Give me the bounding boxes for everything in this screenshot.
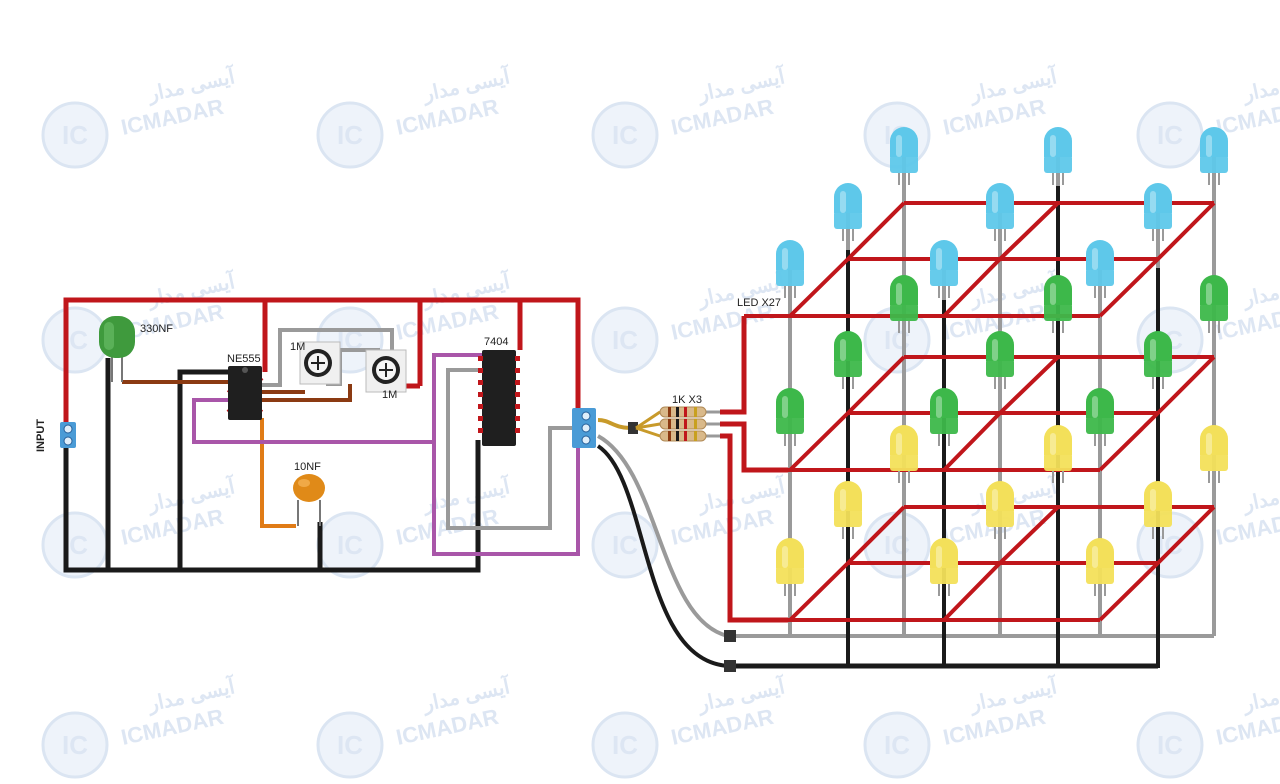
wire-purple [192,353,482,444]
wire-gray [597,434,729,638]
watermark-logo: IC [884,730,910,760]
input-terminal [60,422,76,448]
watermark-logo: IC [612,325,638,355]
wire-gray [446,368,576,530]
led-cube-label: LED X27 [737,297,781,309]
watermark-logo: IC [337,730,363,760]
led [776,538,804,596]
capacitor-10nf [293,474,325,526]
wire-orange [260,418,296,528]
potentiometer-bottom [365,349,407,393]
timer-circuit: INPUT 330NF NE555 1M [35,297,596,573]
led [1144,481,1172,539]
led [776,240,804,298]
wire-red [63,297,581,430]
watermark-logo: IC [337,530,363,560]
watermark-logo: IC [1157,120,1183,150]
wire-red [788,505,906,622]
led [930,240,958,298]
led [890,275,918,333]
watermark-persian: آیسی مدار [1239,473,1280,517]
watermark-logo: IC [62,120,88,150]
wire-gray [262,328,394,387]
wire-black [177,369,228,570]
led [1086,388,1114,446]
wire-red [1098,201,1216,318]
watermark-persian: آیسی مدار [1239,673,1280,717]
watermark-logo: IC [612,530,638,560]
led [1200,275,1228,333]
led [986,331,1014,389]
led-cube [736,127,1228,669]
ic-7404-label: 7404 [484,336,508,348]
wire-black [596,444,729,668]
watermark-persian: آیسی مدار [1239,63,1280,107]
led [986,481,1014,539]
led [930,538,958,596]
led [930,388,958,446]
wire-purple [432,440,580,556]
wire-red [788,201,906,318]
led [776,388,804,446]
watermark-logo: IC [884,530,910,560]
wire-brown [262,384,352,402]
led [1044,127,1072,185]
wire-red [942,355,1060,472]
led [1086,538,1114,596]
led [1044,425,1072,483]
resistor-label: 1K X3 [672,394,702,406]
potentiometer-top [299,341,341,385]
led [1044,275,1072,333]
ne555-chip [228,366,262,420]
led [1200,127,1228,185]
watermark-logo: IC [62,730,88,760]
led [986,183,1014,241]
wire-red [942,505,1060,622]
ne555-label: NE555 [227,353,261,365]
output-terminal [572,408,596,448]
wire-red [788,355,906,472]
watermark-persian: آیسی مدار [1239,268,1280,312]
pot-bottom-label: 1M [382,389,397,401]
watermark-logo: IC [337,120,363,150]
led [834,183,862,241]
pot-top-label: 1M [290,341,305,353]
led [1086,240,1114,298]
wire-red [1098,505,1216,622]
led [1200,425,1228,483]
watermark-logo: IC [884,325,910,355]
led [890,127,918,185]
cap-330-label: 330NF [140,323,173,335]
led [834,331,862,389]
watermark-logo: IC [1157,530,1183,560]
led [834,481,862,539]
watermark-logo: IC [612,730,638,760]
watermark-logo: IC [1157,730,1183,760]
wire-black [63,440,481,573]
led [890,425,918,483]
wire-red [942,201,1060,318]
capacitor-330nf [99,316,135,382]
led [1144,183,1172,241]
watermark-logo: IC [612,120,638,150]
led [1144,331,1172,389]
wire-red [1098,355,1216,472]
ic-7404-chip [478,350,520,446]
input-label: INPUT [35,419,47,452]
cap-10-label: 10NF [294,461,321,473]
